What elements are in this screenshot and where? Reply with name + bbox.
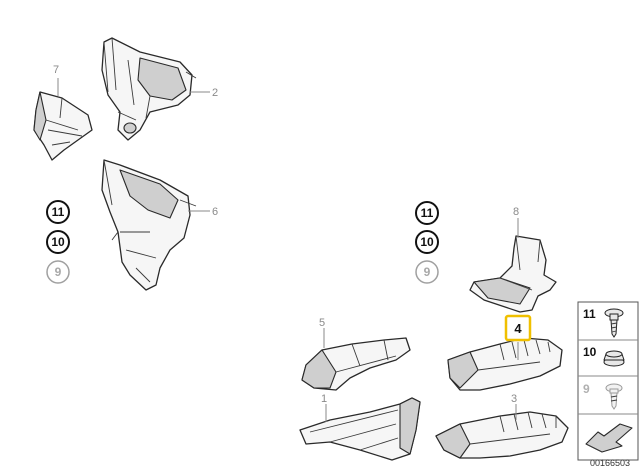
screw-9-icon	[605, 383, 623, 410]
callout-2: 2	[212, 87, 218, 99]
callout-3: 3	[511, 393, 517, 405]
fastener-legend: 11 10 9	[577, 301, 639, 461]
legend-item-9[interactable]: 9	[583, 382, 623, 410]
nut-10-icon	[603, 350, 625, 367]
fastener-10-left[interactable]: 10	[46, 230, 70, 254]
callout-6: 6	[212, 206, 218, 218]
svg-text:10: 10	[51, 235, 65, 249]
callout-7: 7	[53, 64, 59, 76]
fastener-9-right[interactable]: 9	[415, 260, 439, 284]
document-number: 00166503	[590, 458, 630, 468]
svg-text:11: 11	[52, 205, 65, 219]
part-5-duct[interactable]	[301, 337, 411, 391]
svg-text:11: 11	[421, 206, 434, 220]
callout-5: 5	[319, 317, 325, 329]
svg-text:11: 11	[583, 307, 596, 321]
fastener-9-left[interactable]: 9	[46, 260, 70, 284]
fastener-11-right[interactable]: 11	[415, 201, 439, 225]
callout-4: 4	[514, 321, 522, 336]
fastener-11-left[interactable]: 11	[46, 200, 70, 224]
part-7-duct[interactable]	[33, 91, 93, 161]
callout-4-highlight[interactable]: 4	[504, 314, 532, 342]
part-4-bracket[interactable]	[447, 337, 563, 391]
svg-text:10: 10	[420, 235, 434, 249]
part-6-duct[interactable]	[101, 159, 197, 291]
legend-item-10[interactable]: 10	[583, 345, 625, 367]
part-3-bracket[interactable]	[435, 411, 569, 459]
part-1-duct[interactable]	[299, 397, 421, 461]
orientation-arrow-icon	[585, 423, 633, 453]
svg-text:10: 10	[583, 345, 597, 359]
screw-11-icon	[604, 308, 624, 338]
callout-8: 8	[513, 206, 519, 218]
legend-item-11[interactable]: 11	[583, 307, 624, 338]
fastener-10-right[interactable]: 10	[415, 230, 439, 254]
svg-text:9: 9	[424, 265, 431, 279]
svg-text:9: 9	[55, 265, 62, 279]
part-2-duct[interactable]	[101, 37, 197, 141]
part-8-duct[interactable]	[469, 235, 557, 313]
callout-1: 1	[321, 393, 327, 405]
svg-text:9: 9	[583, 382, 590, 396]
